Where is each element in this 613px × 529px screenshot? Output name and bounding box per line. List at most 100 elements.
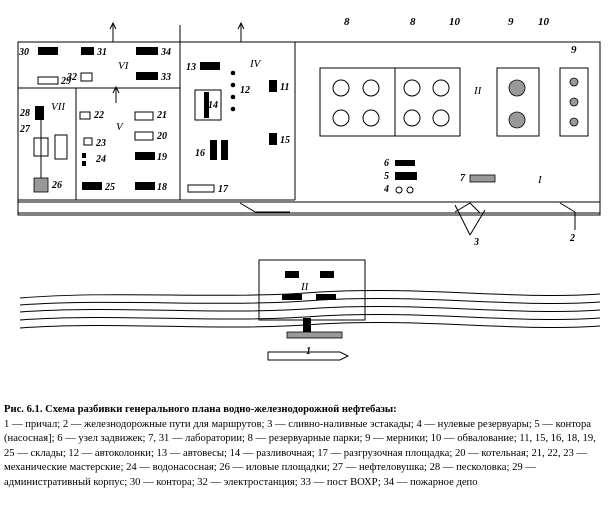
measuring-tank-park-2 — [559, 67, 589, 137]
building-11 — [269, 80, 277, 92]
label-18: 18 — [157, 182, 167, 193]
pier-boat — [267, 351, 350, 361]
label-1: 1 — [306, 346, 311, 357]
label-11: 11 — [280, 82, 289, 93]
building-20 — [134, 131, 154, 141]
label-26: 26 — [51, 180, 62, 191]
port-area-outline — [258, 259, 366, 321]
building-7 — [469, 174, 496, 183]
tank — [332, 109, 350, 127]
label-8a: 8 — [344, 16, 350, 28]
building-21 — [134, 111, 154, 121]
label-4: 4 — [383, 184, 389, 195]
label-14: 14 — [208, 100, 218, 111]
loading-rack-right — [454, 202, 481, 214]
tank — [403, 109, 421, 127]
building-other — [54, 134, 68, 160]
measuring-tank — [569, 97, 579, 107]
tank-park-2 — [394, 67, 461, 137]
river-bank-5 — [19, 321, 601, 329]
building-31 — [81, 47, 94, 55]
label-33: 33 — [160, 72, 171, 83]
label-10b: 10 — [538, 16, 550, 28]
tank — [432, 109, 450, 127]
zone-vii-label: VII — [51, 101, 66, 113]
fuel-dispenser — [230, 70, 236, 76]
building-22 — [79, 111, 91, 120]
label-30: 30 — [18, 47, 29, 58]
label-28: 28 — [19, 108, 30, 119]
port-area-dash — [258, 260, 366, 320]
general-plan-diagram: 30 31 34 29 32 33 28 27 26 22 21 23 20 2… — [17, 16, 601, 361]
label-19: 19 — [157, 152, 167, 163]
label-13: 13 — [186, 62, 196, 73]
zero-tank — [395, 186, 403, 194]
zone-iv-label: IV — [249, 58, 262, 70]
building-23 — [83, 137, 93, 146]
zone-ii-label: II — [473, 85, 483, 97]
measuring-tank — [508, 79, 526, 97]
pier-1 — [286, 331, 343, 339]
label-27: 27 — [19, 124, 31, 135]
building-19 — [135, 152, 155, 160]
pier-head — [303, 318, 311, 334]
building-15 — [269, 133, 277, 145]
arrow-v — [112, 85, 120, 103]
label-23: 23 — [95, 138, 106, 149]
port-building-4 — [316, 294, 336, 300]
tank — [362, 79, 380, 97]
caption-title: Рис. 6.1. Схема разбивки генерального пл… — [4, 404, 397, 415]
label-17: 17 — [218, 184, 229, 195]
measuring-tank — [508, 111, 526, 129]
label-3: 3 — [473, 237, 479, 248]
building-5 — [395, 172, 417, 180]
zone-i-label: I — [537, 174, 543, 186]
label-32: 32 — [66, 72, 77, 83]
tank-park-1 — [319, 67, 396, 137]
tank — [403, 79, 421, 97]
building-28 — [35, 106, 44, 120]
railway-track — [18, 201, 600, 214]
zone-v-label: V — [116, 121, 124, 133]
river-bank-3 — [19, 305, 601, 313]
figure-caption: Рис. 6.1. Схема разбивки генерального пл… — [4, 403, 604, 491]
river-bank-4 — [19, 313, 601, 321]
fuel-dispenser — [230, 94, 236, 100]
label-6: 6 — [384, 158, 389, 169]
building-14-inner — [204, 92, 209, 118]
label-7: 7 — [460, 173, 466, 184]
measuring-tank — [569, 77, 579, 87]
building-16b — [221, 140, 228, 160]
arrow-vi — [109, 21, 117, 42]
site-outline — [17, 41, 601, 216]
leader-3 — [454, 204, 486, 236]
label-9b: 9 — [571, 44, 577, 56]
tank — [362, 109, 380, 127]
measuring-tank-park-1 — [496, 67, 540, 137]
building-18 — [135, 182, 155, 190]
zone-ii-port-label: II — [300, 281, 310, 293]
label-29: 29 — [60, 76, 71, 87]
label-2: 2 — [569, 233, 575, 244]
building-24b — [82, 161, 86, 166]
building-17 — [187, 184, 215, 193]
sludge-site-26 — [33, 177, 49, 193]
label-34: 34 — [160, 47, 171, 58]
port-building-2 — [320, 271, 334, 278]
arrow-iv — [237, 21, 245, 42]
port-building-3 — [282, 294, 302, 300]
label-15: 15 — [280, 135, 290, 146]
fuel-dispenser — [230, 106, 236, 112]
label-24: 24 — [95, 154, 106, 165]
label-22: 22 — [93, 110, 104, 121]
building-29 — [37, 76, 59, 85]
building-30 — [38, 47, 58, 55]
river-bank-1 — [19, 289, 601, 299]
zone-boundary-left — [18, 25, 296, 201]
building-14 — [194, 89, 222, 121]
label-9a: 9 — [508, 16, 514, 28]
label-21: 21 — [156, 110, 167, 121]
label-5: 5 — [384, 171, 389, 182]
building-33 — [136, 72, 158, 80]
building-13 — [200, 62, 220, 70]
